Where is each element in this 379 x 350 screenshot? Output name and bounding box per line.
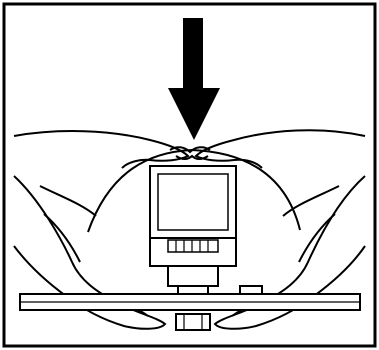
down-arrow-icon [168,18,220,140]
thumbs-icon [13,129,366,169]
device-icon [149,165,237,331]
base-plate-icon [19,285,361,311]
